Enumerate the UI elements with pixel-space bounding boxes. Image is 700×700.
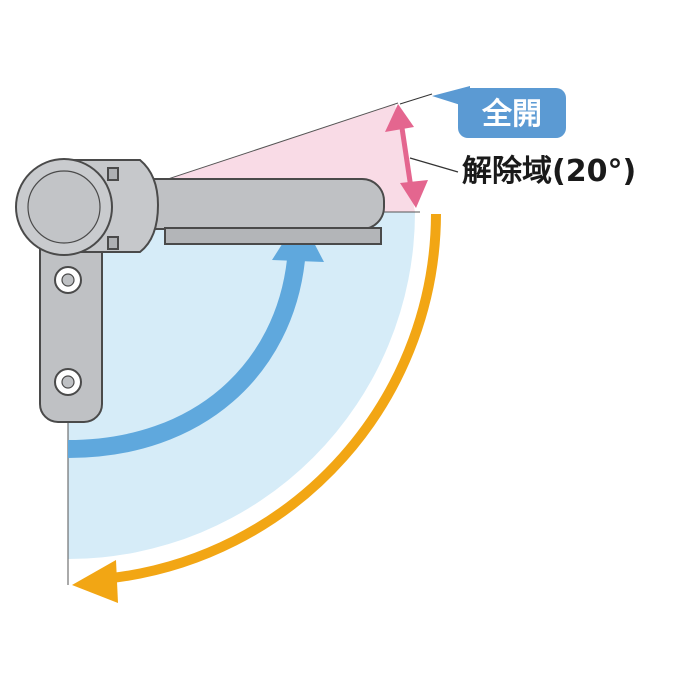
release-zone-label: 解除域(20°) — [462, 154, 636, 189]
callout-leader — [399, 93, 433, 105]
door-closer-arm — [15, 158, 385, 423]
close-direction-arrow — [72, 213, 441, 603]
full-open-label: 全開 — [481, 97, 542, 132]
release-range-arrow — [385, 104, 428, 208]
closing-arc-gap — [117, 213, 438, 577]
full-open-callout: 全開 — [432, 86, 566, 138]
release-label-leader — [409, 157, 459, 173]
